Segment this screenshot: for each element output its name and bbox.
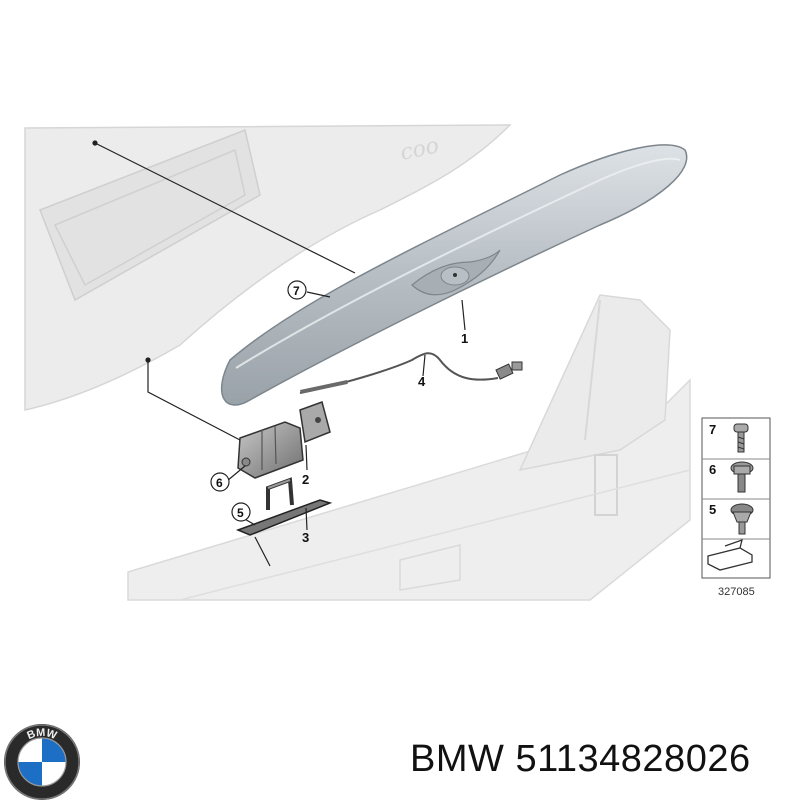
callout-4: 4 [418,374,426,389]
callout-3: 3 [302,530,309,545]
reference-arrow-icon [707,538,753,571]
legend-label-6: 6 [709,462,716,477]
bmw-roundel-icon: BMW [4,724,80,800]
collar-bolt-icon [730,503,754,535]
legend-label-7: 7 [709,422,716,437]
tailgate-outline: coo [24,124,512,411]
part-number: 51134828026 [515,738,751,780]
callout-6: 6 [216,476,223,490]
screw-bolt-icon [733,423,749,453]
hex-bolt-icon [730,461,754,493]
bmw-roundel-text: BMW [25,727,58,742]
latch-lock [237,401,331,479]
callout-5: 5 [237,506,244,520]
callout-7: 7 [293,284,300,298]
callout-7-circle [287,280,307,300]
leader-lines [92,140,466,567]
part-caption: BMW 51134828026 [410,738,751,781]
rear-panel-outline [127,294,691,601]
callout-2: 2 [302,472,309,487]
callout-labels: 1 4 2 3 7 6 5 [210,280,468,545]
callout-1: 1 [461,331,468,346]
reference-number: 327085 [718,586,755,598]
callout-5-circle [231,502,251,522]
fastener-legend: 7 6 5 327085 [701,417,771,598]
brand-name: BMW [410,738,505,780]
striker-bracket [235,477,333,536]
tailgate-handle [220,144,688,406]
wings-logo-icon [411,249,501,296]
legend-label-5: 5 [709,502,716,517]
callout-6-circle [210,472,230,492]
release-cable [299,352,523,394]
